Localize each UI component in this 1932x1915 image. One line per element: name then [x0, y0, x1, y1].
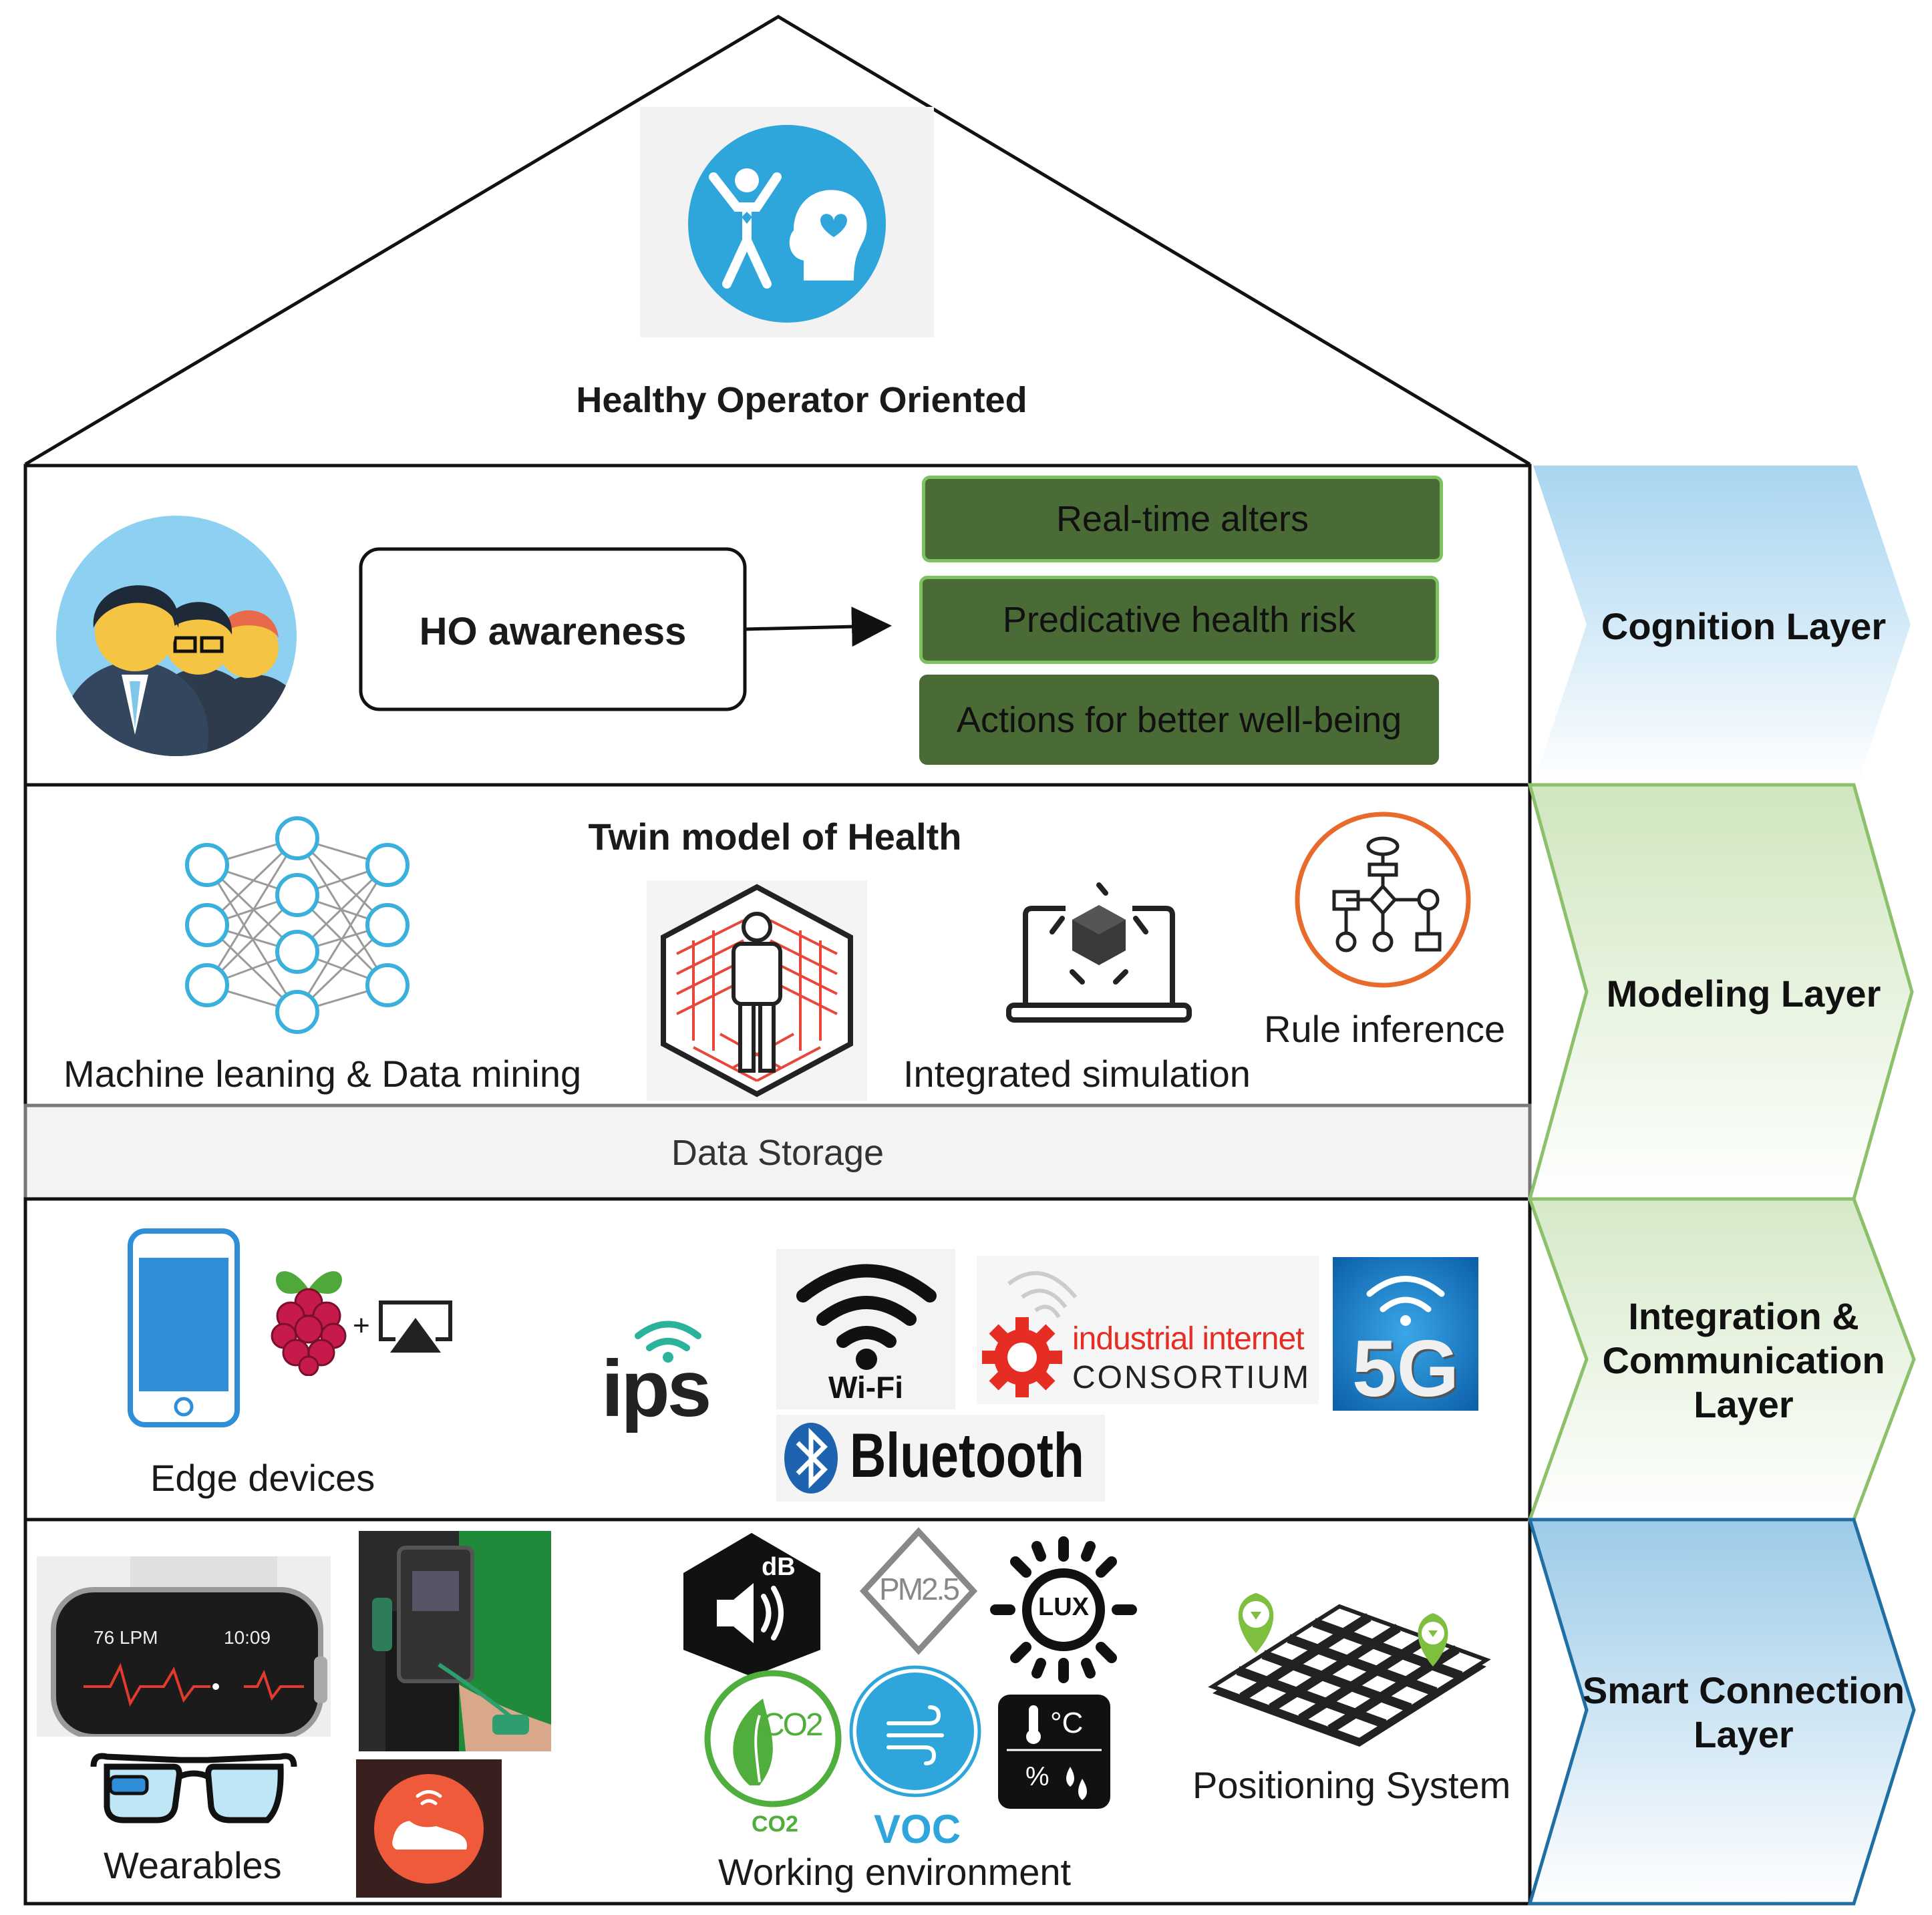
armband-sensor-photo: [359, 1531, 551, 1751]
smart-glasses-icon: [90, 1753, 297, 1823]
smart-layer-line1: Smart Connection: [1582, 1669, 1905, 1711]
ips-logo-icon: [635, 1321, 701, 1363]
voc-air-icon: [849, 1665, 981, 1797]
iic-line2: CONSORTIUM: [1072, 1360, 1311, 1395]
raspberry-pi-icon: [271, 1271, 347, 1376]
cognition-chevron: [1533, 466, 1911, 785]
roof-outline: [24, 15, 1531, 466]
iic-gear-icon: [982, 1271, 1078, 1397]
output-predictive-health-risk: Predicative health risk: [919, 576, 1439, 664]
neural-network-icon: [185, 816, 410, 1034]
bluetooth-label: Bluetooth: [850, 1420, 1084, 1490]
data-storage-label: Data Storage: [671, 1133, 884, 1173]
db-label: dB: [762, 1553, 796, 1581]
watch-time: 10:09: [224, 1627, 271, 1648]
smart-chevron: [1527, 1518, 1916, 1906]
voc-label: VOC: [874, 1807, 961, 1852]
watch-bpm: 76 LPM: [94, 1627, 158, 1648]
positioning-grid-icon: [1208, 1593, 1491, 1747]
awareness-arrow: [744, 606, 892, 647]
co2-leaf-icon: [704, 1670, 842, 1807]
pm25-label: PM2.5: [879, 1572, 960, 1606]
co2-label: CO2: [752, 1811, 798, 1837]
integration-layer-line1: Integration &: [1628, 1295, 1859, 1337]
smart-layer-label: Smart Connection Layer: [1563, 1669, 1924, 1757]
temp-humidity-icon: [998, 1695, 1110, 1809]
wifi-icon: [796, 1264, 937, 1370]
healthy-operator-icon: [688, 125, 886, 323]
rule-inference-icon: [1295, 812, 1471, 988]
bluetooth-icon: [784, 1423, 838, 1494]
edge-devices-label: Edge devices: [150, 1457, 375, 1499]
integration-layer-line3: Layer: [1694, 1383, 1794, 1425]
integration-layer-line2: Communication: [1602, 1339, 1885, 1381]
modeling-layer-label: Modeling Layer: [1606, 973, 1881, 1015]
plus-sign: +: [353, 1309, 370, 1342]
roof-title: Healthy Operator Oriented: [576, 380, 1027, 420]
co2-icon-text: CO2: [762, 1707, 824, 1743]
airplay-icon: [379, 1300, 452, 1353]
wifi-label: Wi-Fi: [828, 1370, 903, 1405]
fiveg-logo-icon: [1333, 1257, 1478, 1411]
fiveg-label: 5G: [1351, 1324, 1460, 1413]
lux-label: LUX: [1038, 1593, 1089, 1621]
ips-logo: ips: [601, 1344, 711, 1433]
iic-line1: industrial internet: [1072, 1321, 1305, 1357]
pm25-icon: [859, 1527, 978, 1655]
working-environment-label: Working environment: [718, 1851, 1072, 1893]
humidity-label: %: [1025, 1762, 1050, 1791]
smart-layer-line2: Layer: [1694, 1713, 1794, 1755]
integration-layer-label: Integration & Communication Layer: [1570, 1294, 1917, 1427]
temp-label: °C: [1050, 1707, 1084, 1739]
smartphone-icon: [128, 1228, 240, 1427]
cognition-layer-label: Cognition Layer: [1601, 605, 1887, 647]
rule-inference-label: Rule inference: [1264, 1008, 1506, 1050]
smart-layer-box: [23, 1518, 1532, 1906]
simulation-label: Integrated simulation: [903, 1053, 1251, 1095]
ml-label: Machine leaning & Data mining: [63, 1053, 582, 1095]
operators-group-icon: [56, 516, 297, 756]
ho-awareness-label: HO awareness: [419, 610, 687, 653]
data-storage-bar: [23, 1103, 1532, 1201]
digital-twin-icon: [647, 880, 867, 1101]
twin-model-title: Twin model of Health: [588, 816, 962, 858]
output-actions-wellbeing: Actions for better well-being: [919, 675, 1439, 765]
positioning-label: Positioning System: [1192, 1764, 1511, 1806]
noise-db-icon: [683, 1533, 820, 1677]
laptop-simulation-icon: [1006, 882, 1192, 1023]
lux-sun-icon: [990, 1536, 1137, 1683]
wearables-label: Wearables: [104, 1844, 282, 1886]
running-app-icon: [356, 1759, 502, 1898]
smartwatch-icon: [51, 1556, 327, 1737]
output-real-time-alerts: Real-time alters: [922, 476, 1443, 562]
